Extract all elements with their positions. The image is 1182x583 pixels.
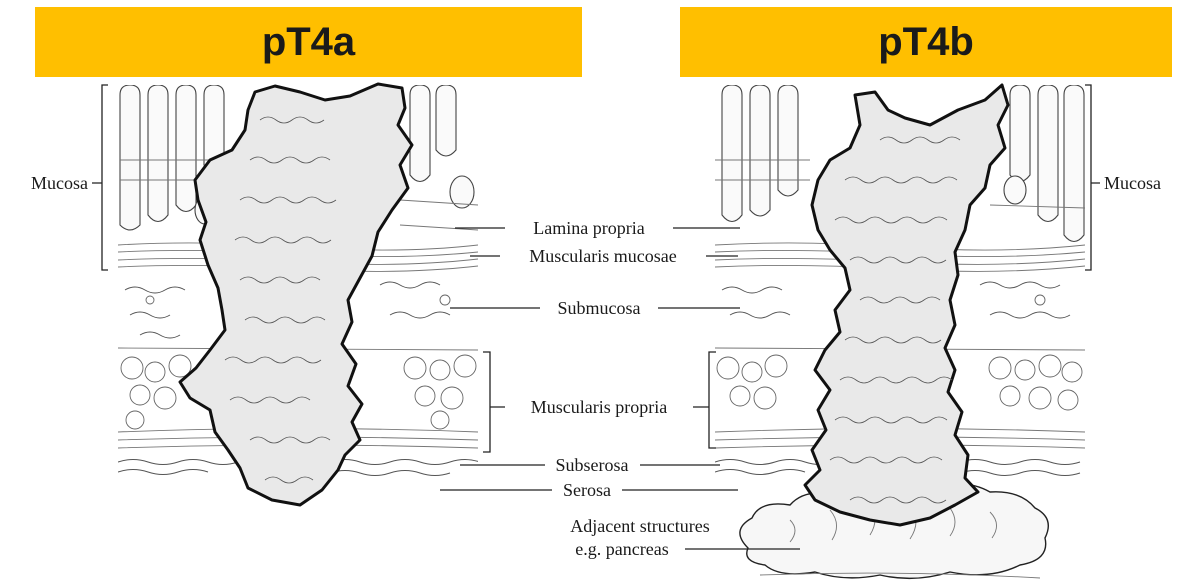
muscularis-propria-bracket-left (483, 352, 505, 452)
muscularis-mucosae-label: Muscularis mucosae (529, 246, 676, 266)
mucosa-label-left: Mucosa (31, 173, 88, 193)
subserosa-label: Subserosa (556, 455, 629, 475)
pancreas-example-label: e.g. pancreas (575, 539, 668, 559)
tumor-pt4b (805, 85, 1008, 525)
adjacent-structures-label: Adjacent structures (570, 516, 709, 536)
serosa-label: Serosa (563, 480, 611, 500)
mucosa-bracket-left (92, 85, 108, 270)
mucosa-bracket-right (1085, 85, 1100, 270)
muscularis-propria-label: Muscularis propria (531, 397, 667, 417)
mucosa-label-right: Mucosa (1104, 173, 1161, 193)
submucosa-label: Submucosa (558, 298, 641, 318)
muscularis-propria-bracket-right (693, 352, 716, 448)
lamina-propria-label: Lamina propria (533, 218, 644, 238)
